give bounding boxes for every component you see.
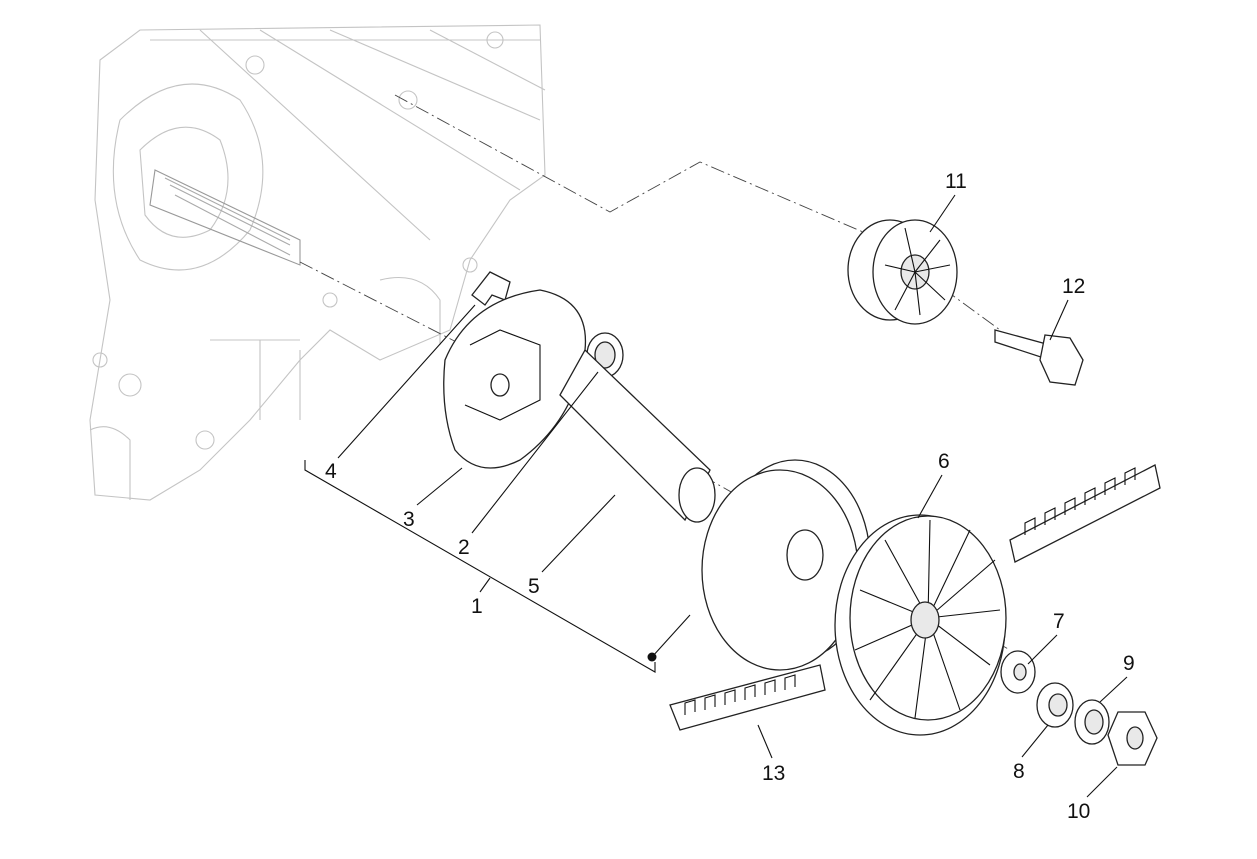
callout-10: 10 [1067, 800, 1090, 823]
callout-12: 12 [1062, 275, 1085, 298]
part-10-nut [1107, 711, 1158, 766]
part-7-washer [1000, 650, 1036, 694]
callout-1: 1 [471, 595, 483, 618]
crankcase-housing [89, 24, 546, 501]
callout-7: 7 [1053, 610, 1065, 633]
callout-8: 8 [1013, 760, 1025, 783]
part-6-fan-pulley [834, 514, 1007, 736]
part-8-spacer [1036, 682, 1074, 728]
part-12-bolt [994, 329, 1084, 386]
callout-6: 6 [938, 450, 950, 473]
callout-5: 5 [528, 575, 540, 598]
part-11-idler-pulley [847, 219, 958, 325]
driving-pulley-half [701, 459, 871, 671]
callout-3: 3 [403, 508, 415, 531]
leader-lines [304, 194, 1128, 798]
callout-4: 4 [325, 460, 337, 483]
part-9-washer [1074, 699, 1110, 745]
part-13-drive-belt [669, 464, 1161, 731]
callout-2: 2 [458, 536, 470, 559]
callout-9: 9 [1123, 652, 1135, 675]
part-3-ramp-plate [443, 289, 587, 469]
callout-11: 11 [945, 170, 967, 193]
part-5-sleeve [559, 348, 716, 523]
assembly-dot [647, 652, 657, 662]
callout-13: 13 [762, 762, 785, 785]
